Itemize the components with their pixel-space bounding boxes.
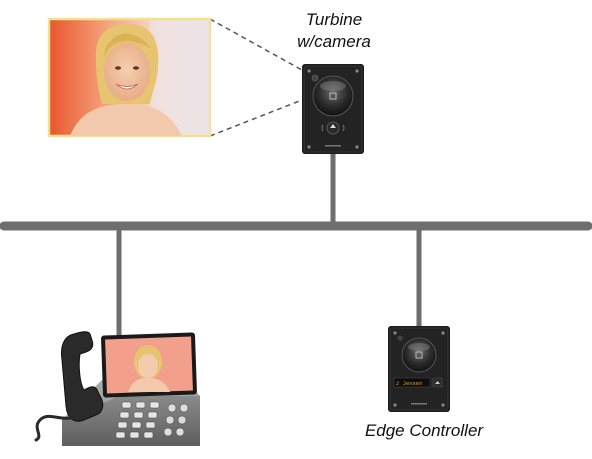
video-desk-phone-icon <box>34 331 200 446</box>
door-intercom-camera-icon <box>302 64 364 154</box>
turbine-label: Turbine w/camera <box>276 9 392 53</box>
callout-line-bottom <box>209 99 303 137</box>
turbine-label-line1: Turbine <box>305 10 363 29</box>
door-intercom-display-icon: 2 Jensen <box>388 326 450 412</box>
person-face-photo-icon <box>47 17 212 138</box>
turbine-label-line2: w/camera <box>297 32 371 51</box>
edge-display-text: 2 Jensen <box>396 380 422 387</box>
edge-controller-label: Edge Controller <box>364 421 484 440</box>
